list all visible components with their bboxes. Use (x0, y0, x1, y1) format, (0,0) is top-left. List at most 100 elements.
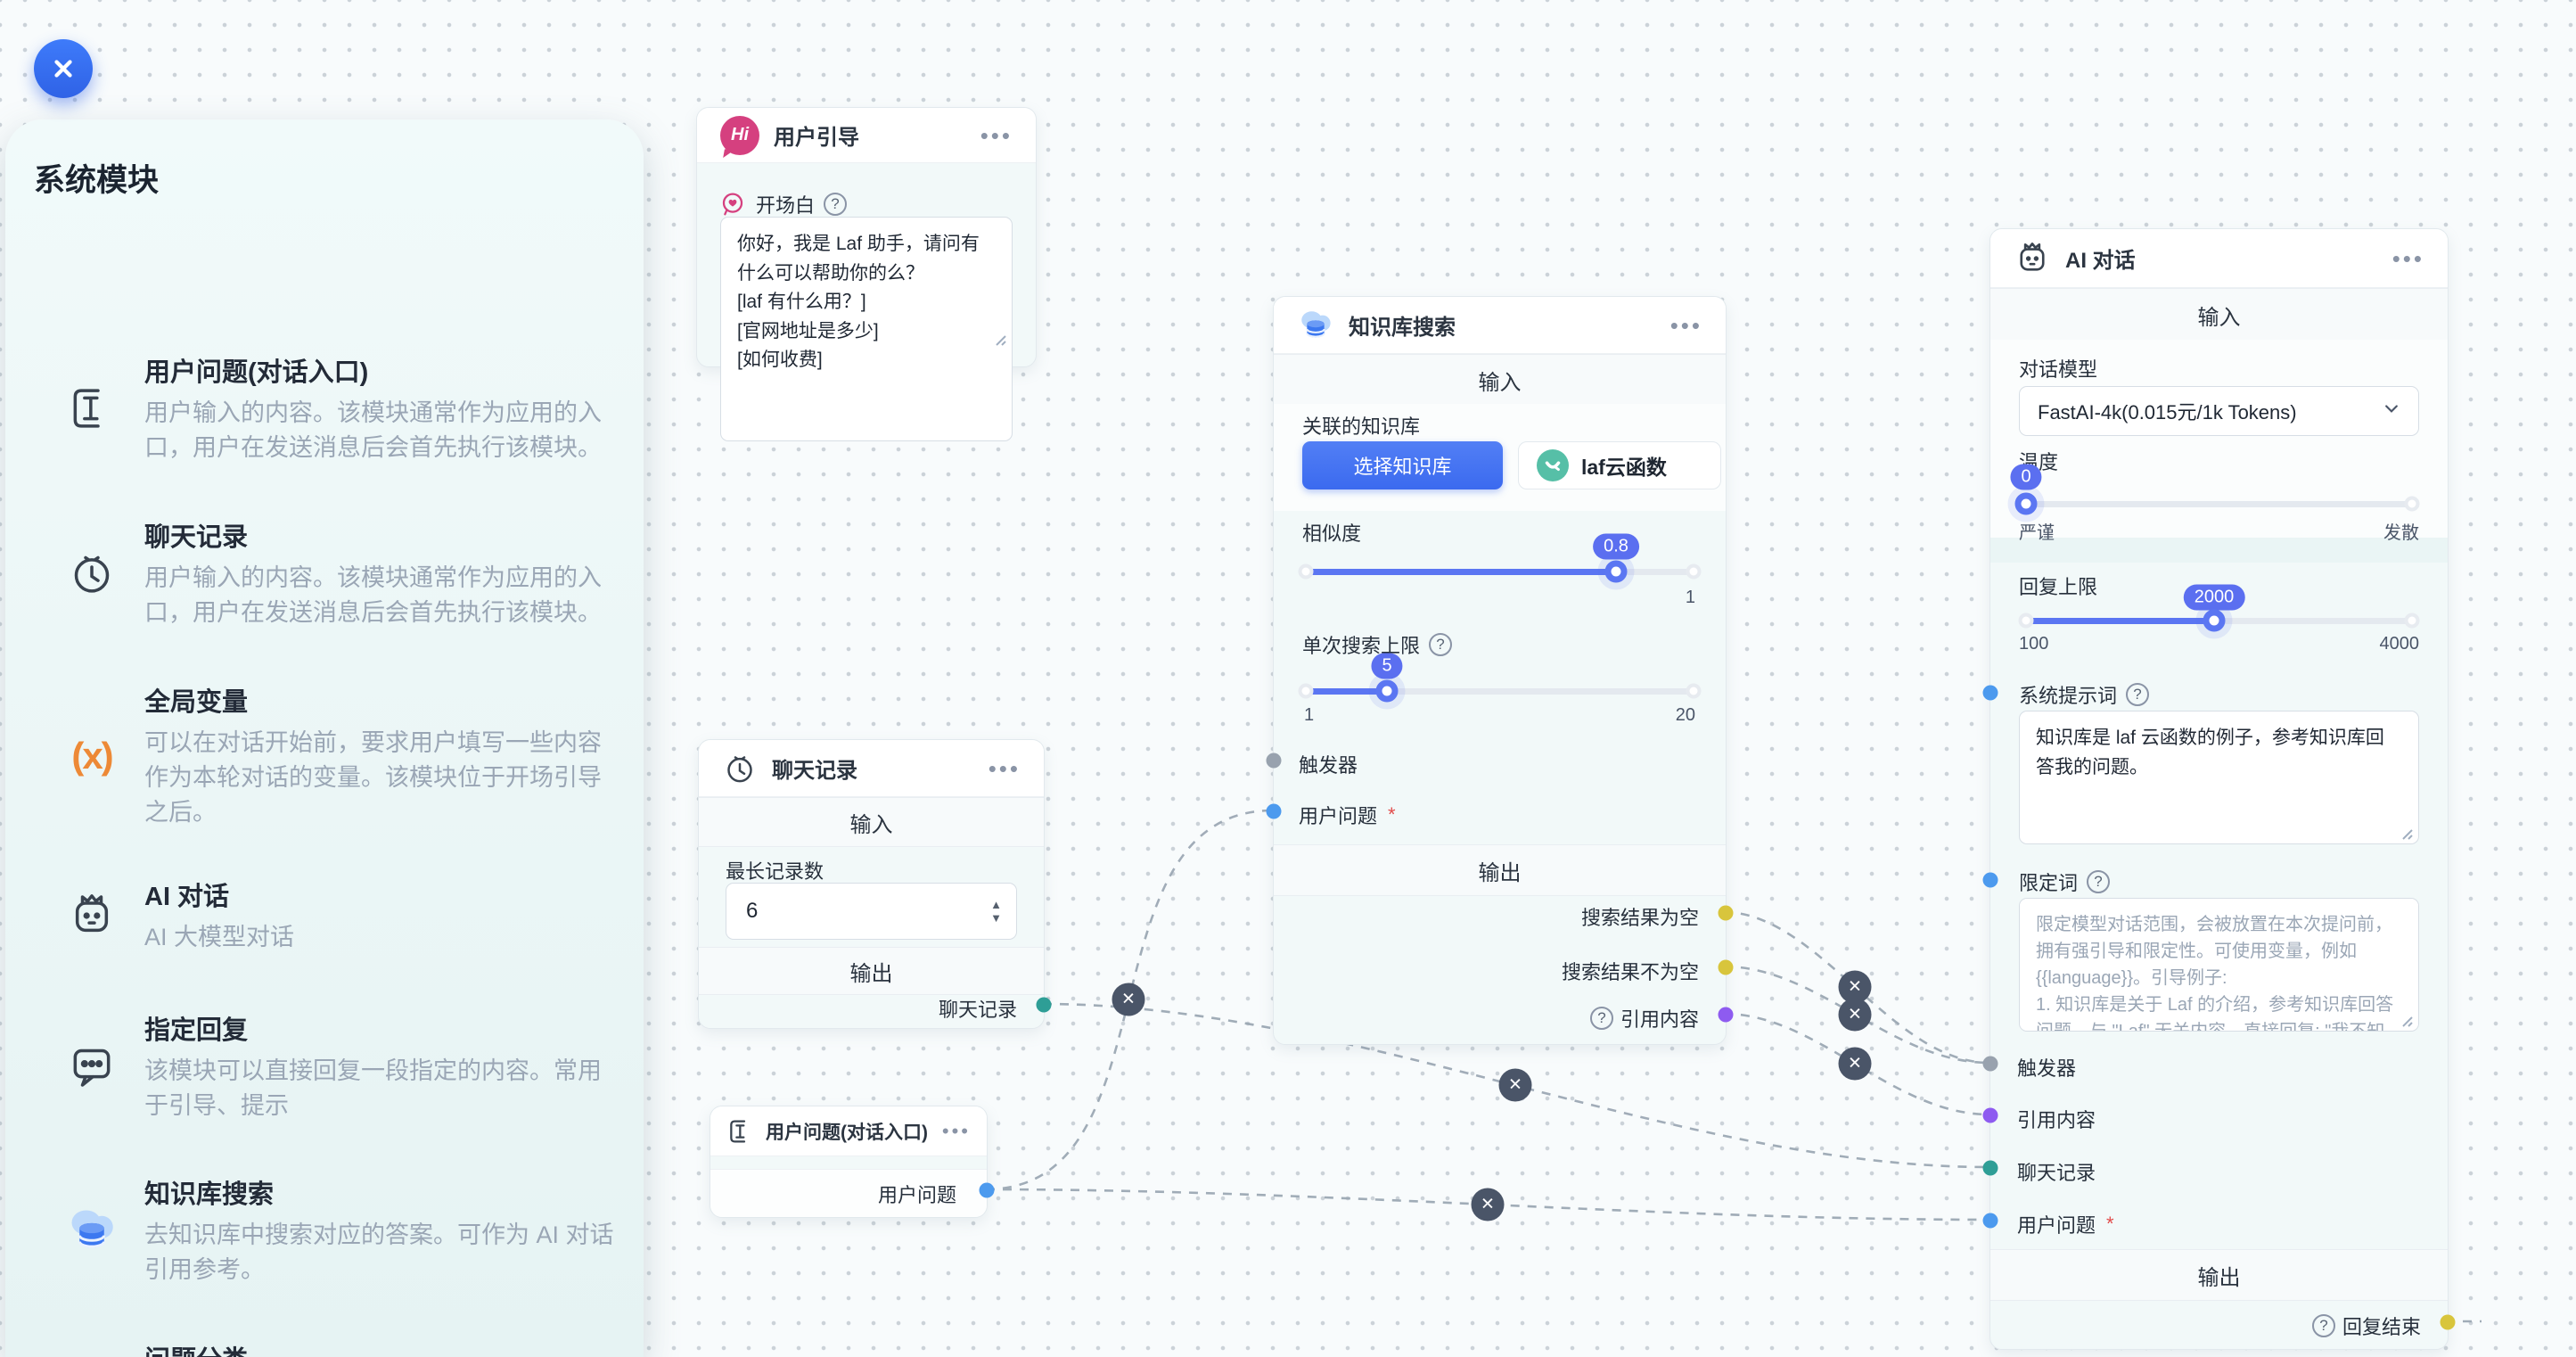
sidebar-item-desc: 用户输入的内容。该模块通常作为应用的入口，用户在发送消息后会首先执行该模块。 (144, 564, 602, 626)
kb-tag[interactable]: laf云函数 (1518, 441, 1721, 489)
node-menu-button[interactable]: ••• (988, 754, 1021, 782)
number-stepper[interactable]: ▲▼ (990, 899, 1002, 924)
help-icon[interactable]: ? (2311, 1314, 2335, 1337)
search-limit-label: 单次搜索上限 ? (1302, 630, 1453, 659)
node-menu-button[interactable]: ••• (1669, 311, 1702, 339)
limit-words-input[interactable] (2019, 898, 2419, 1032)
node-header[interactable]: AI 对话 ••• (1990, 229, 2448, 288)
port-chat-history-out[interactable] (1036, 997, 1052, 1013)
group-divider (1990, 538, 2448, 563)
sidebar-item-title: 用户问题(对话入口) (144, 358, 369, 387)
port-user-question-in[interactable] (1982, 1213, 1998, 1229)
trigger-port-label: 触发器 (1299, 754, 1358, 777)
node-header[interactable]: Hi 用户引导 ••• (697, 108, 1036, 163)
node-header[interactable]: 用户问题(对话入口) ••• (710, 1106, 987, 1156)
port-quote-in[interactable] (1982, 1107, 1998, 1123)
search-limit-slider-thumb[interactable] (1375, 679, 1399, 703)
port-limit-words-in[interactable] (1982, 872, 1998, 888)
reply-bubble-icon (39, 1041, 144, 1091)
port-quote-out[interactable] (1718, 1007, 1734, 1023)
step-up-icon[interactable]: ▲ (990, 898, 1002, 911)
node-body (710, 1169, 987, 1217)
delete-edge-icon[interactable]: ✕ (1838, 1047, 1872, 1081)
similarity-slider-thumb[interactable] (1604, 560, 1628, 583)
help-icon[interactable]: ? (824, 193, 848, 216)
sidebar-item-question-classify[interactable]: 问题分类 可以判断用户问题属于哪方面问题，从而执行不同的操作。 (39, 1339, 617, 1357)
similarity-max-label: 1 (1685, 588, 1695, 607)
laf-logo-icon (1537, 449, 1569, 481)
search-limit-slider[interactable] (1306, 688, 1694, 695)
port-user-question-in[interactable] (1266, 803, 1282, 819)
help-icon[interactable]: ? (1429, 633, 1453, 656)
user-question-port-label: 用户问题* (1299, 803, 1396, 827)
step-down-icon[interactable]: ▼ (990, 911, 1002, 925)
opening-text-input[interactable]: 你好，我是 Laf 助手，请问有什么可以帮助你的么？ [laf 有什么用？] [… (720, 217, 1013, 441)
reply-end-label: ? 回复结束 (2311, 1312, 2421, 1340)
clock-icon (727, 755, 752, 782)
max-records-input[interactable]: 6 ▲▼ (726, 883, 1017, 940)
sidebar-item-title: 知识库搜索 (144, 1180, 275, 1209)
sidebar-item-title: 全局变量 (144, 688, 249, 717)
sidebar-item-desc: 去知识库中搜索对应的答案。可作为 AI 对话引用参考。 (144, 1221, 614, 1283)
sidebar-item-desc: 可以在对话开始前，要求用户填写一些内容作为本轮对话的变量。该模块位于开场引导之后… (144, 729, 602, 826)
similarity-value-bubble: 0.8 (1593, 533, 1639, 560)
node-header[interactable]: 聊天记录 ••• (699, 740, 1044, 797)
sidebar-item-chat-history[interactable]: 聊天记录 用户输入的内容。该模块通常作为应用的入口，用户在发送消息后会首先执行该… (39, 516, 617, 630)
robot-icon (2020, 242, 2045, 271)
node-menu-button[interactable]: ••• (2391, 244, 2424, 272)
select-kb-button[interactable]: 选择知识库 (1302, 441, 1503, 489)
port-trigger-in[interactable] (1266, 753, 1282, 769)
port-search-empty-out[interactable] (1718, 905, 1734, 921)
temperature-value-bubble: 0 (2010, 464, 2042, 490)
delete-edge-icon[interactable]: ✕ (1471, 1188, 1505, 1221)
reply-limit-label: 回复上限 (2019, 576, 2098, 598)
node-ai-chat[interactable]: AI 对话 ••• 输入 对话模型 FastAI-4k(0.015元/1k To… (1982, 228, 2456, 1350)
input-section-bar: 输入 (699, 797, 1044, 847)
model-select-value: FastAI-4k(0.015元/1k Tokens) (2038, 401, 2297, 424)
sidebar-item-desc: 该模块可以直接回复一段指定的内容。常用于引导、提示 (144, 1057, 602, 1119)
delete-edge-icon[interactable]: ✕ (1498, 1068, 1532, 1102)
similarity-label: 相似度 (1302, 522, 1362, 545)
temperature-slider[interactable] (2026, 501, 2412, 507)
close-panel-button[interactable] (34, 39, 93, 98)
port-system-prompt-in[interactable] (1982, 685, 1998, 701)
reply-limit-slider-thumb[interactable] (2203, 609, 2226, 632)
sidebar-item-kb-search[interactable]: 知识库搜索 去知识库中搜索对应的答案。可作为 AI 对话引用参考。 (39, 1173, 617, 1287)
clock-icon (39, 548, 144, 598)
sidebar-item-title: 聊天记录 (144, 523, 249, 552)
node-header[interactable]: 知识库搜索 ••• (1274, 297, 1726, 354)
node-menu-button[interactable]: ••• (941, 1119, 971, 1142)
port-history-in[interactable] (1982, 1160, 1998, 1176)
port-search-not-empty-out[interactable] (1718, 959, 1734, 975)
node-chat-history[interactable]: 聊天记录 ••• 输入 最长记录数 6 ▲▼ 输出 聊天记录 (698, 739, 1052, 1029)
help-icon[interactable]: ? (2126, 683, 2150, 706)
system-prompt-input[interactable]: 知识库是 laf 云函数的例子，参考知识库回答我的问题。 (2019, 711, 2419, 844)
search-limit-max-label: 20 (1675, 705, 1695, 725)
port-trigger-in[interactable] (1982, 1056, 1998, 1072)
input-section-bar: 输入 (1274, 354, 1726, 406)
help-icon[interactable]: ? (1589, 1007, 1613, 1030)
help-icon[interactable]: ? (2087, 870, 2111, 893)
sidebar-item-global-variable[interactable]: (x) 全局变量 可以在对话开始前，要求用户填写一些内容作为本轮对话的变量。该模… (39, 681, 617, 830)
delete-edge-icon[interactable]: ✕ (1838, 998, 1872, 1032)
node-user-guide[interactable]: Hi 用户引导 ••• 开场白 ? 你好，我是 Laf 助手，请问有什么可以帮助… (696, 107, 1037, 441)
sidebar-item-title: 指定回复 (144, 1016, 249, 1045)
max-records-value: 6 (746, 899, 759, 923)
delete-edge-icon[interactable]: ✕ (1112, 983, 1145, 1016)
sidebar-item-desc: 用户输入的内容。该模块通常作为应用的入口，用户在发送消息后会首先执行该模块。 (144, 399, 602, 461)
close-icon (54, 60, 72, 78)
node-title: 聊天记录 (772, 759, 857, 783)
sidebar-item-ai-chat[interactable]: AI 对话 AI 大模型对话 (39, 876, 617, 955)
output-section-bar: 输出 (1274, 844, 1726, 896)
model-select[interactable]: FastAI-4k(0.015元/1k Tokens) (2019, 386, 2419, 436)
temperature-slider-thumb[interactable] (2014, 492, 2038, 515)
node-user-question[interactable]: 用户问题(对话入口) ••• 用户问题 (710, 1106, 995, 1218)
node-kb-search[interactable]: 知识库搜索 ••• 输入 关联的知识库 选择知识库 laf云函数 相似度 0.8… (1266, 296, 1734, 1045)
node-menu-button[interactable]: ••• (980, 121, 1013, 149)
sidebar-item-fixed-reply[interactable]: 指定回复 该模块可以直接回复一段指定的内容。常用于引导、提示 (39, 1009, 617, 1123)
port-user-question-out[interactable] (979, 1182, 995, 1198)
sidebar-item-user-question[interactable]: 用户问题(对话入口) 用户输入的内容。该模块通常作为应用的入口，用户在发送消息后… (39, 351, 617, 465)
port-reply-end-out[interactable] (2440, 1314, 2456, 1330)
chat-history-out-label: 聊天记录 (938, 999, 1017, 1021)
